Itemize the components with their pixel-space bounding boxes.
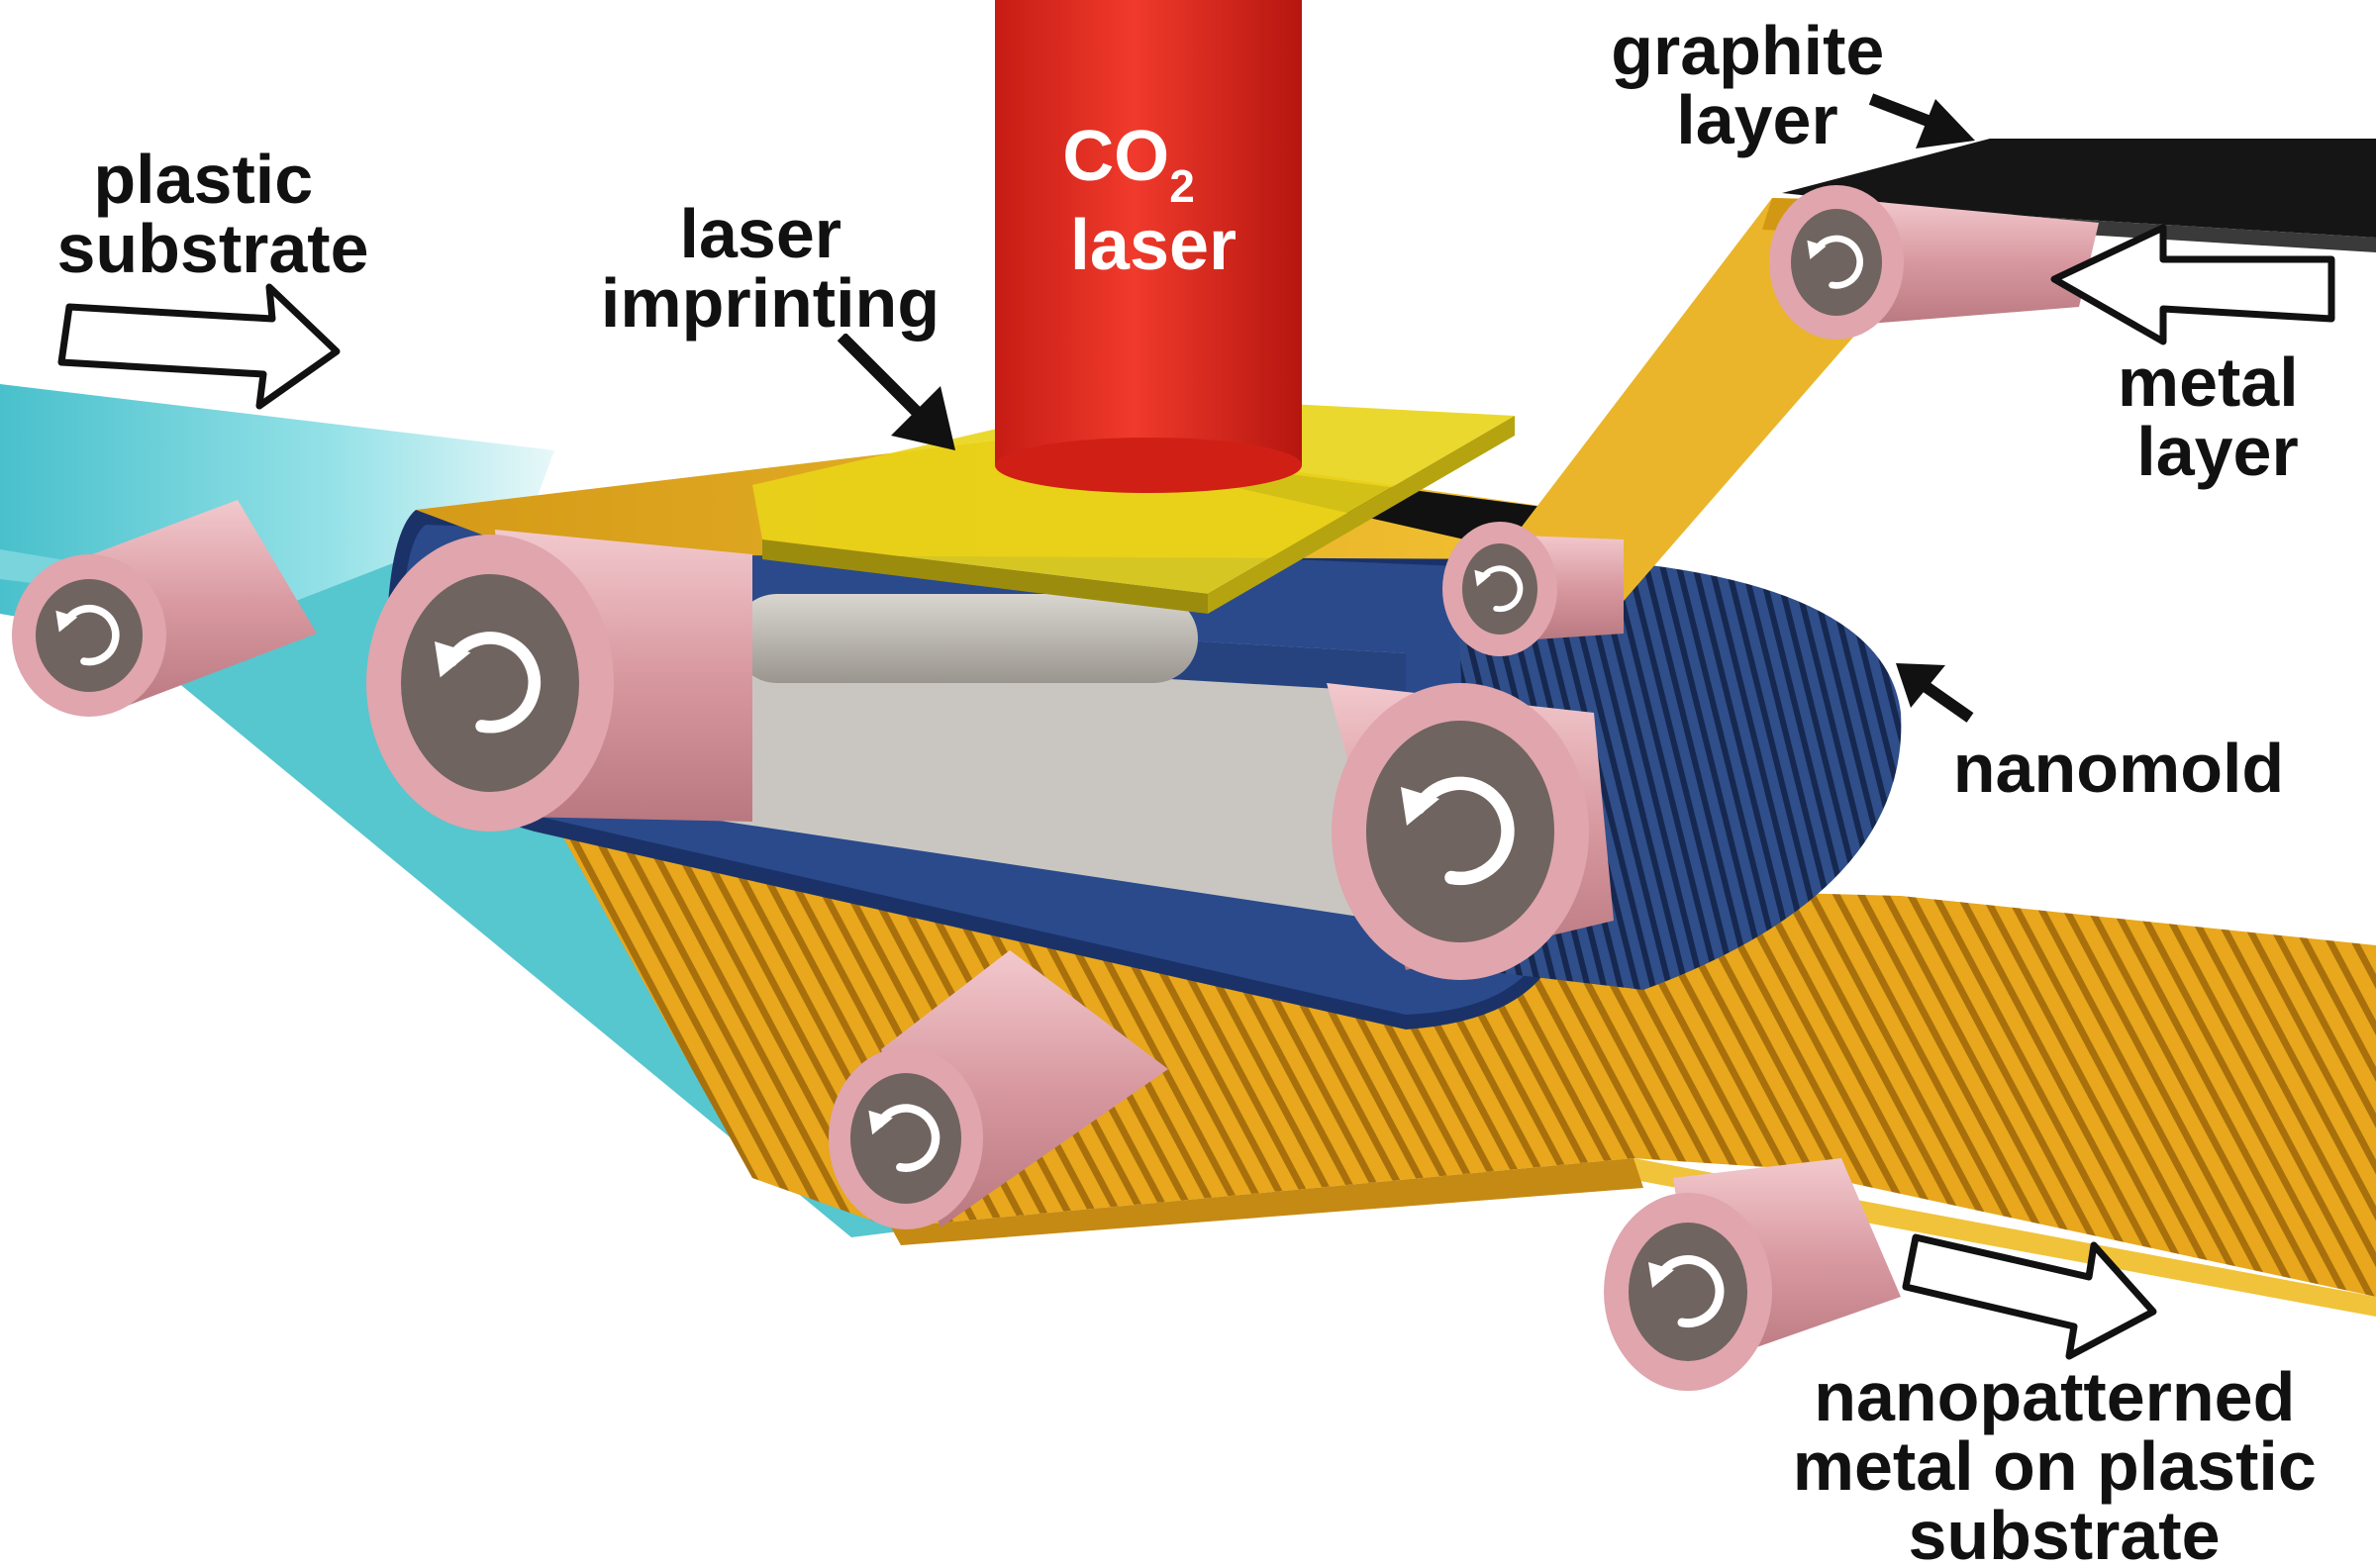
- flow-arrow-icon: [2050, 224, 2335, 345]
- roller-layer-small: [1442, 522, 1624, 656]
- pressing-bar: [733, 594, 1198, 683]
- flow-arrow-icon: [57, 283, 341, 410]
- roller-output: [1604, 1158, 1901, 1391]
- output-label: nanopatterned metal on plastic substrate: [1793, 1358, 2336, 1568]
- metal-layer-label: metal layer: [2118, 343, 2318, 490]
- pointer-arrow-icon: [1896, 663, 1974, 723]
- roller-mold-right: [1327, 683, 1614, 980]
- pointer-arrow-icon: [1868, 93, 1975, 148]
- graphite-layer-label: graphite layer: [1611, 12, 1904, 158]
- pointer-arrow-icon: [837, 332, 955, 450]
- co2-laser-beam: [995, 0, 1302, 493]
- roller-layer-top: [1769, 185, 2099, 340]
- co2-laser-label: CO2 laser: [1062, 117, 1237, 285]
- roller-plastic-input: [12, 500, 317, 717]
- plastic-substrate-label: plastic substrate: [56, 141, 368, 287]
- roller-lower-left: [829, 950, 1168, 1229]
- flow-arrow-icon: [1902, 1233, 2157, 1360]
- nanomold-label: nanomold: [1953, 730, 2284, 807]
- roller-mold-left: [366, 530, 752, 832]
- laser-imprinting-label: laser imprinting: [601, 195, 940, 342]
